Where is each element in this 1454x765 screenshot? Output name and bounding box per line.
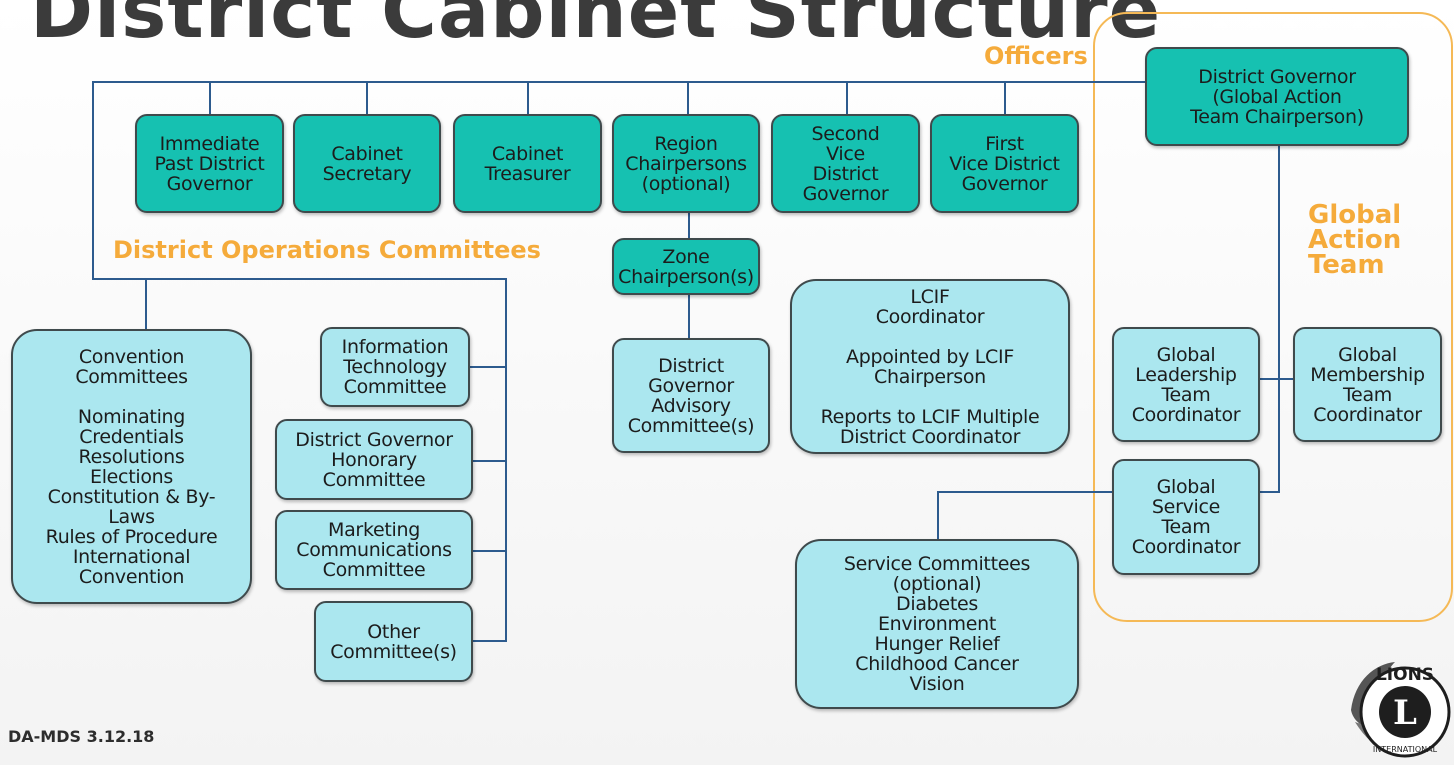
connector-line bbox=[937, 491, 939, 541]
connector-line bbox=[1278, 145, 1280, 493]
district-governor-box: District Governor (Global Action Team Ch… bbox=[1145, 47, 1409, 146]
global-membership-coordinator-box: Global Membership Team Coordinator bbox=[1293, 327, 1442, 442]
logo-bottom-text: INTERNATIONAL bbox=[1373, 745, 1438, 754]
officers-label: Officers bbox=[984, 42, 1088, 70]
global-service-coordinator-box: Global Service Team Coordinator bbox=[1112, 459, 1260, 575]
connector-line bbox=[1004, 81, 1006, 115]
connector-line bbox=[209, 81, 211, 115]
connector-line bbox=[937, 491, 1115, 493]
logo-top-text: LIONS bbox=[1376, 665, 1434, 685]
global-action-team-label: Global Action Team bbox=[1308, 200, 1402, 280]
connector-line bbox=[472, 460, 506, 462]
lions-international-logo: LIONS L INTERNATIONAL bbox=[1351, 662, 1451, 758]
lcif-coordinator-box: LCIF Coordinator Appointed by LCIF Chair… bbox=[790, 279, 1070, 454]
connector-line bbox=[366, 81, 368, 115]
connector-line bbox=[688, 293, 690, 340]
ops-committee-box-dg-honorary: District Governor Honorary Committee bbox=[275, 419, 473, 500]
footer-code: DA-MDS 3.12.18 bbox=[8, 727, 155, 746]
connector-line bbox=[92, 81, 1150, 83]
global-action-team-frame bbox=[1093, 12, 1453, 622]
connector-line bbox=[687, 81, 689, 115]
ops-committee-box-information-technology: Information Technology Committee bbox=[320, 327, 470, 407]
connector-line bbox=[527, 81, 529, 115]
logo-center-letter: L bbox=[1393, 693, 1417, 733]
connector-line bbox=[92, 278, 507, 280]
connector-line bbox=[472, 550, 506, 552]
global-leadership-coordinator-box: Global Leadership Team Coordinator bbox=[1112, 327, 1260, 442]
officer-box-cabinet-secretary: Cabinet Secretary bbox=[293, 114, 441, 213]
page-title: District Cabinet Structure bbox=[30, 0, 1162, 55]
connector-line bbox=[1258, 491, 1280, 493]
connector-line bbox=[846, 81, 848, 115]
connector-line bbox=[1258, 378, 1296, 380]
officer-box-cabinet-treasurer: Cabinet Treasurer bbox=[453, 114, 602, 213]
officer-box-second-vice-governor: Second Vice District Governor bbox=[771, 114, 920, 213]
connector-line bbox=[468, 366, 506, 368]
connector-line bbox=[505, 278, 507, 642]
connector-line bbox=[92, 81, 94, 278]
connector-line bbox=[688, 212, 690, 239]
connector-line bbox=[145, 278, 147, 330]
ops-committee-box-marketing-communications: Marketing Communications Committee bbox=[275, 510, 473, 590]
officer-box-region-chairpersons: Region Chairpersons (optional) bbox=[612, 114, 760, 213]
officer-box-first-vice-governor: First Vice District Governor bbox=[930, 114, 1079, 213]
connector-line bbox=[472, 640, 506, 642]
ops-committee-box-other: Other Committee(s) bbox=[314, 601, 473, 682]
service-committees-box: Service Committees (optional) Diabetes E… bbox=[795, 539, 1079, 709]
officer-box-immediate-past-governor: Immediate Past District Governor bbox=[135, 114, 284, 213]
district-operations-label: District Operations Committees bbox=[113, 236, 541, 264]
zone-chairperson-box: Zone Chairperson(s) bbox=[612, 238, 760, 295]
convention-committees-box: Convention Committees Nominating Credent… bbox=[11, 329, 252, 604]
dg-advisory-committee-box: District Governor Advisory Committee(s) bbox=[612, 338, 770, 453]
